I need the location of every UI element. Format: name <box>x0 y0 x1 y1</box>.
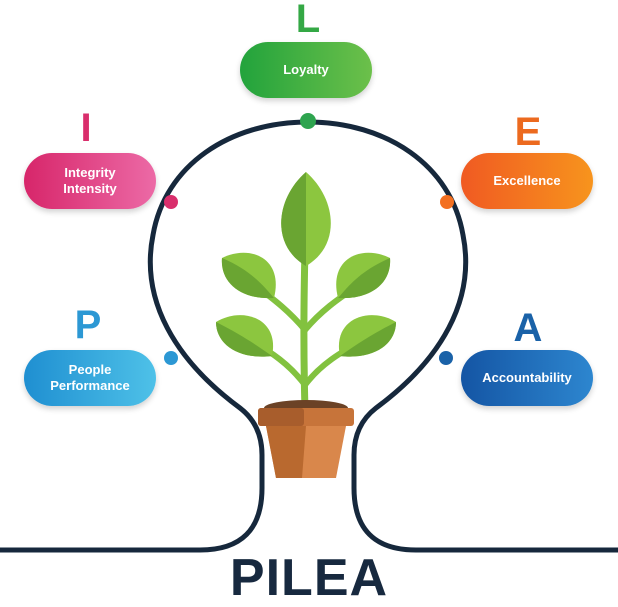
letter-i: I <box>80 106 92 150</box>
loyalty-node-dot <box>300 113 316 129</box>
performance-label: Performance <box>50 378 130 393</box>
letter-a: A <box>513 306 543 350</box>
excellence-pill: E Excellence <box>461 153 593 209</box>
people-label: People <box>68 362 112 377</box>
loyalty-label: Loyalty <box>283 62 329 77</box>
excellence-text: Excellence <box>493 173 561 188</box>
letter-p: P <box>74 303 102 347</box>
integrity-node-dot <box>164 195 178 209</box>
loyalty-pill: Loyalty <box>240 42 372 98</box>
letter-l: L <box>295 0 321 41</box>
accountability-label: Accountability <box>482 370 572 385</box>
people-performance-pill: People Performance <box>24 350 156 406</box>
people-node-dot <box>164 351 178 365</box>
integrity-intensity-pill: Integrity Intensity <box>24 153 156 209</box>
integrity-label: Integrity <box>64 165 116 180</box>
accountability-node-dot <box>439 351 453 365</box>
accountability-pill: Accountability <box>461 350 593 406</box>
excellence-node-dot <box>440 195 454 209</box>
letter-e: E <box>514 110 542 154</box>
intensity-label: Intensity <box>63 181 117 196</box>
potted-plant-icon <box>216 172 396 478</box>
pilea-title: PILEA <box>229 549 389 607</box>
